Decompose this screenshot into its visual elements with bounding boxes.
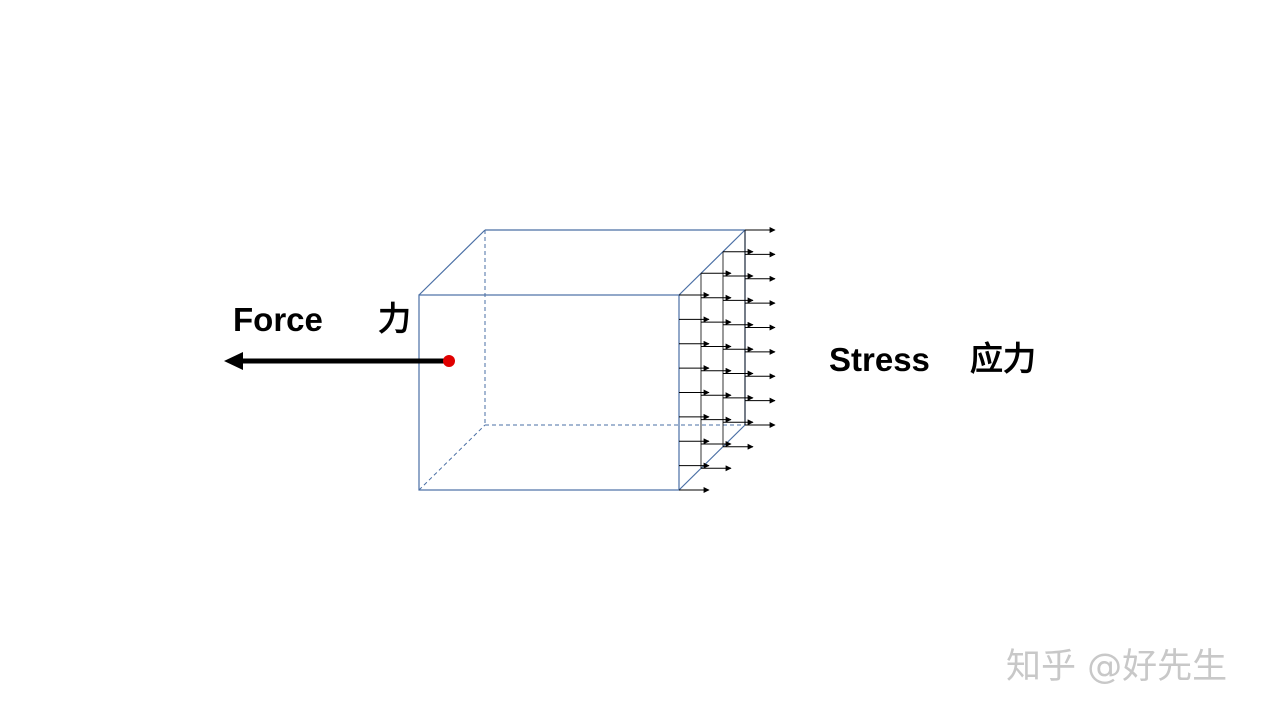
force-label-chinese: 力 (378, 299, 411, 338)
force-application-point (443, 355, 455, 367)
box-hidden-diagonal (418, 424, 486, 491)
force-label: Force (233, 301, 323, 338)
force-arrowhead (224, 352, 243, 370)
stress-arrows (679, 227, 776, 493)
stress-label-chinese: 应力 (970, 339, 1036, 378)
watermark: 知乎 @好先生 (1006, 647, 1228, 687)
box-hidden-edges (418, 230, 745, 491)
box-front-face (418, 294, 680, 491)
box-bottom-right-edge (678, 424, 746, 491)
stress-label: Stress (829, 341, 930, 378)
force-arrow (224, 352, 455, 370)
box-solid-edges (418, 229, 746, 491)
box-top-right-edge (678, 229, 746, 296)
box-top-left-edge (418, 229, 486, 296)
